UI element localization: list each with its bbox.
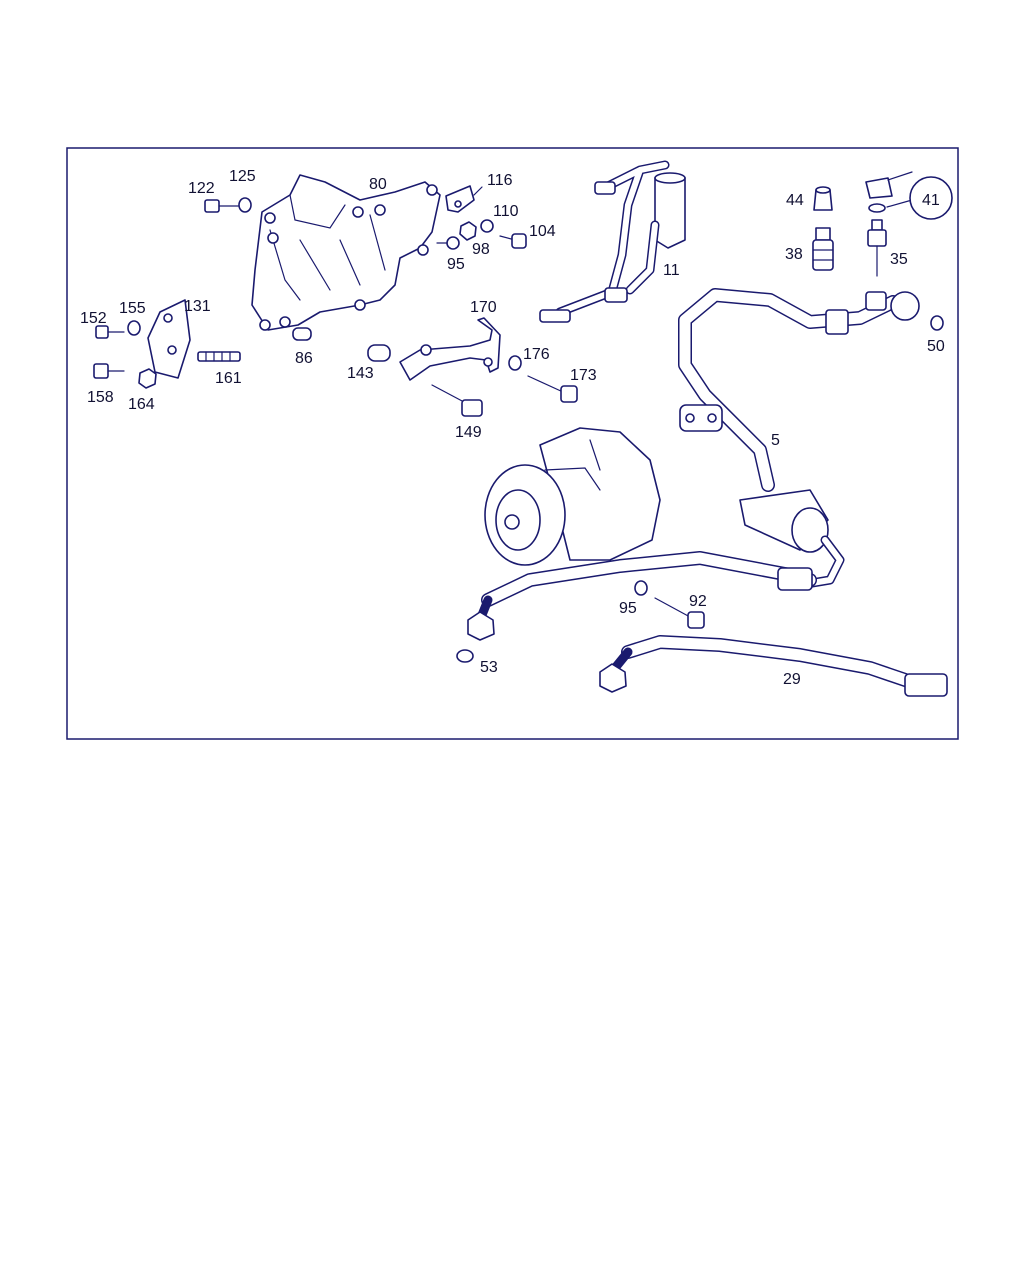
callout-86: 86 <box>295 350 313 367</box>
bolt-149 <box>431 384 483 417</box>
bolt-122 <box>204 199 239 213</box>
callout-53: 53 <box>480 659 498 676</box>
bolt-173 <box>527 375 578 403</box>
callout-173: 173 <box>570 367 597 384</box>
spacer-86 <box>292 327 312 341</box>
callout-152: 152 <box>80 310 107 327</box>
callout-50: 50 <box>927 338 945 355</box>
callout-122: 122 <box>188 180 215 197</box>
callout-29: 29 <box>783 671 801 688</box>
hose-53 <box>467 551 817 641</box>
callout-170: 170 <box>470 299 497 316</box>
callout-80: 80 <box>369 176 387 193</box>
washer-125 <box>238 197 252 213</box>
clip-116 <box>445 185 475 213</box>
callout-116: 116 <box>487 172 513 189</box>
callout-155: 155 <box>119 300 146 317</box>
callout-104: 104 <box>529 223 556 240</box>
nut-98 <box>459 221 477 241</box>
bolt-158 <box>93 363 125 379</box>
bracket-131 <box>147 299 191 379</box>
callout-92: 92 <box>689 593 707 610</box>
compressor <box>484 427 661 566</box>
bolt-92 <box>654 597 705 629</box>
washer-110 <box>480 219 494 233</box>
callout-176: 176 <box>523 346 550 363</box>
nut-164 <box>138 368 157 389</box>
callout-131: 131 <box>184 298 211 315</box>
sleeve-143 <box>367 344 391 362</box>
cap-44 <box>813 186 833 211</box>
washer-95-top <box>446 236 460 250</box>
valve-35 <box>867 219 887 277</box>
washer-155 <box>127 320 141 336</box>
callout-110: 110 <box>493 203 519 220</box>
callout-11: 11 <box>663 262 680 279</box>
washer-50 <box>930 315 944 331</box>
bracket-170 <box>399 317 501 381</box>
callout-35: 35 <box>890 251 908 268</box>
callout-38: 38 <box>785 246 803 263</box>
bolt-152 <box>95 325 125 339</box>
callout-143: 143 <box>347 365 374 382</box>
callout-41: 41 <box>922 192 940 209</box>
callout-labels: 122 125 80 116 110 104 98 95 11 44 41 38… <box>80 168 945 688</box>
drier-line-11 <box>539 160 686 323</box>
washer-53 <box>456 649 474 663</box>
callout-149: 149 <box>455 424 482 441</box>
callout-95-bottom: 95 <box>619 600 637 617</box>
hose-29 <box>599 635 948 697</box>
leader-lines <box>436 186 483 244</box>
cap-41 <box>865 171 953 220</box>
washer-95-bottom <box>634 580 648 596</box>
stud-161 <box>197 351 241 362</box>
callout-125: 125 <box>229 168 256 185</box>
callout-5: 5 <box>771 432 780 449</box>
callout-164: 164 <box>128 396 155 413</box>
valve-38 <box>812 227 834 271</box>
callout-98: 98 <box>472 241 490 258</box>
callout-44: 44 <box>786 192 804 209</box>
callout-161: 161 <box>215 370 242 387</box>
bolt-104 <box>499 233 527 249</box>
callout-95-top: 95 <box>447 256 465 273</box>
callout-158: 158 <box>87 389 114 406</box>
hose-5 <box>678 288 920 590</box>
compressor-bracket <box>251 174 441 331</box>
washer-176 <box>508 355 522 371</box>
